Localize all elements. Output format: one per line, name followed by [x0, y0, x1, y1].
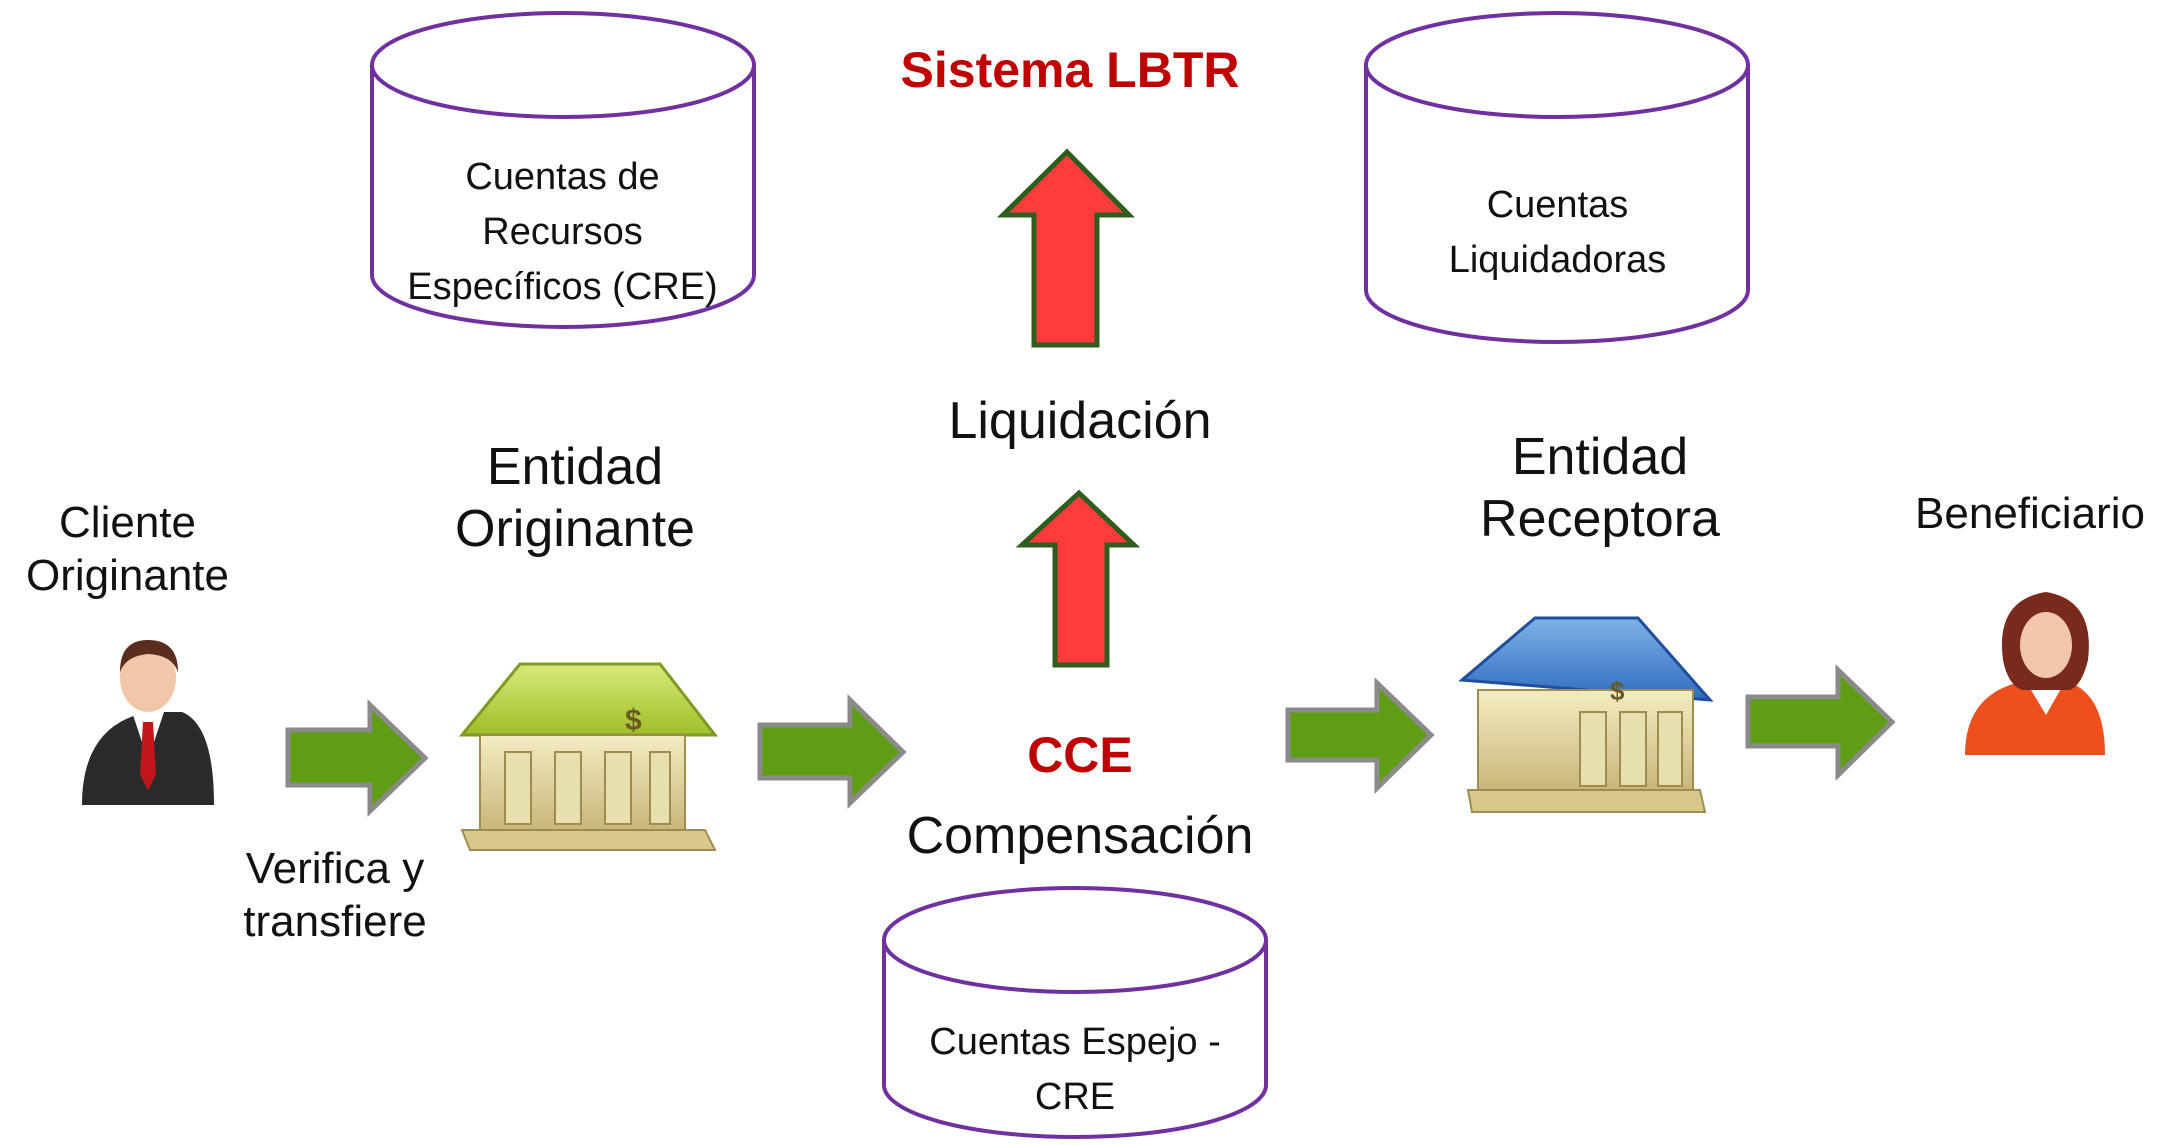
node-beneficiario: Beneficiario	[1915, 489, 2145, 538]
right-arrow-2	[757, 694, 907, 809]
node-liquidacion: Liquidación	[948, 392, 1212, 450]
right-arrow-3	[1285, 677, 1435, 794]
right-arrow-4	[1745, 664, 1896, 781]
node-entidad-receptora: Entidad Receptora	[1480, 428, 1720, 549]
db-label-liquidadoras: Cuentas Liquidadoras	[1448, 184, 1667, 282]
svg-text:$: $	[1610, 676, 1625, 706]
bank-icon-green: $	[458, 655, 720, 873]
bank-icon-blue: $	[1458, 610, 1714, 828]
man-icon	[82, 640, 214, 805]
woman-icon	[1965, 592, 2105, 755]
node-cce: CCE	[1027, 727, 1133, 783]
db-label-cre: Cuentas de Recursos Específicos (CRE)	[407, 156, 718, 309]
cylinder-liquidadoras	[1364, 11, 1750, 344]
up-arrow-top	[996, 148, 1135, 348]
db-label-espejo: Cuentas Espejo - CRE	[929, 1021, 1221, 1119]
edge-label-verifica: Verifica y transfiere	[243, 844, 427, 946]
cylinder-espejo	[882, 886, 1268, 1139]
system-title: Sistema LBTR	[900, 42, 1240, 98]
svg-text:$: $	[625, 704, 642, 737]
node-compensacion: Compensación	[906, 807, 1254, 865]
right-arrow-1	[285, 699, 429, 817]
node-entidad-originante: Entidad Originante	[455, 438, 695, 559]
cylinder-cre	[370, 11, 756, 329]
node-cliente: Cliente Originante	[25, 498, 229, 600]
up-arrow-bottom	[1015, 489, 1141, 668]
